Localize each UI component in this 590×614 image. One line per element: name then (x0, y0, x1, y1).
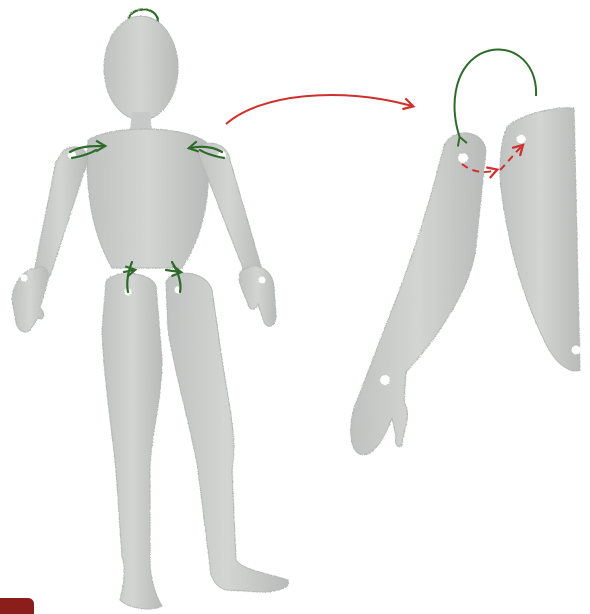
corner-mark (0, 598, 34, 614)
pin-hole (517, 135, 526, 144)
torso-edge-piece (500, 108, 580, 371)
puppet-left-leg (102, 273, 162, 608)
left-hip-thread (124, 270, 134, 272)
puppet-left-upper-arm (34, 147, 87, 281)
pin-hole (572, 346, 581, 355)
right-hip-thread (166, 270, 180, 272)
pin-hole (380, 375, 390, 385)
puppet-right-forearm (239, 266, 276, 326)
pin-hole (458, 153, 468, 163)
puppet-neck (130, 112, 152, 130)
curved-arrow-icon (226, 95, 412, 124)
pin-hole (21, 275, 28, 282)
puppet-figure (12, 9, 289, 608)
shoulder-joint-closeup (351, 108, 581, 455)
puppet-torso (87, 129, 208, 268)
puppet-head (104, 16, 178, 120)
puppet-left-forearm (12, 267, 48, 332)
upper-arm-piece (351, 133, 486, 455)
pin-hole (259, 277, 266, 284)
puppet-right-upper-arm (196, 143, 262, 282)
